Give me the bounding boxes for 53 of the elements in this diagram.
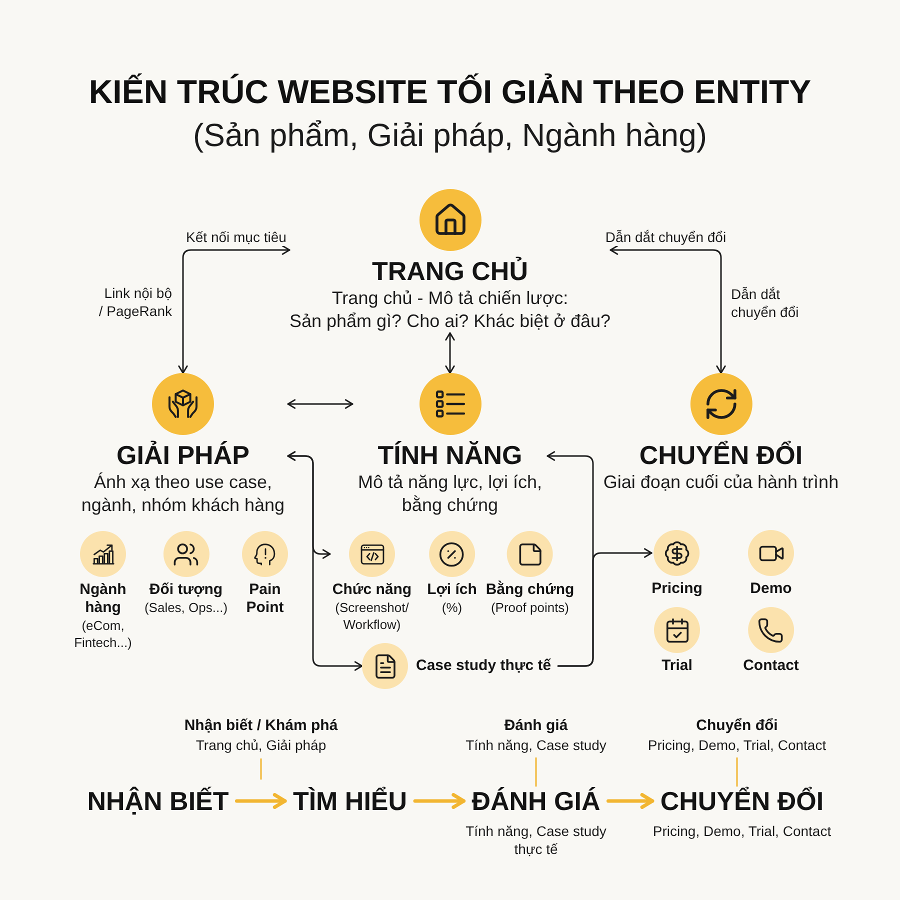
edge-note: Dẫn dắt chuyển đổi — [731, 285, 800, 321]
stage-pages: Tính năng, Case study — [466, 736, 606, 755]
item-title: Case study thực tế — [416, 657, 552, 675]
section-heading: CHUYỂN ĐỔI — [639, 439, 803, 471]
arrow — [234, 793, 287, 809]
item-title: Pain Point — [245, 581, 285, 617]
item-title: Lợi ích — [427, 581, 477, 599]
item-note: (eCom, Fintech...) — [73, 617, 133, 651]
title: KIẾN TRÚC WEBSITE TỐI GIẢN THEO ENTITY — [88, 72, 812, 112]
section-description: Ánh xạ theo use case, ngành, nhóm khách hàng — [80, 471, 286, 517]
item-note: (Proof points) — [490, 599, 570, 616]
item-title: Bằng chứng — [486, 581, 574, 599]
subtitle: (Sản phẩm, Giải pháp, Ngành hàng) — [192, 116, 708, 154]
item-note: (%) — [442, 599, 462, 616]
stage-title: Nhận biết / Khám phá — [184, 716, 338, 736]
arrow — [413, 793, 466, 809]
stage-label: CHUYỂN ĐỔI — [652, 786, 832, 816]
item-title: Trial — [662, 657, 692, 675]
section-heading: GIẢI PHÁP — [116, 439, 250, 471]
stage-pages: Pricing, Demo, Trial, Contact — [648, 736, 826, 755]
stage-title: Đánh giá — [504, 716, 568, 736]
arrow — [557, 548, 652, 667]
stage-label: NHẬN BIẾT — [79, 786, 237, 816]
edge-note: Link nội bộ / PageRank — [98, 284, 172, 320]
stage-pages: Tính năng, Case study thực tế — [464, 822, 608, 858]
leader-line — [736, 757, 738, 787]
double-arrow — [178, 245, 290, 374]
stage-pages: Pricing, Demo, Trial, Contact — [652, 822, 832, 840]
section-description: Mô tả năng lực, lợi ích, bằng chứng — [357, 471, 543, 517]
section-description: Trang chủ - Mô tả chiến lược: — [332, 287, 568, 310]
stage-title: Chuyển đổi — [696, 716, 778, 736]
item-title: Chức năng — [332, 581, 412, 599]
arrow — [606, 793, 654, 809]
item-title: Đối tượng — [149, 581, 223, 599]
double-arrow — [445, 332, 455, 374]
item-note: (Screenshot/ Workflow) — [334, 599, 410, 633]
double-arrow — [610, 245, 726, 374]
item-title: Contact — [743, 657, 799, 675]
section-heading: TRANG CHỦ — [372, 255, 528, 287]
section-heading: TÍNH NĂNG — [378, 439, 522, 471]
item-title: Pricing — [652, 580, 702, 598]
leader-line — [260, 758, 262, 780]
item-title: Ngành hàng — [78, 581, 128, 617]
stage-label: TÌM HIỂU — [284, 786, 416, 816]
stage-label: ĐÁNH GIÁ — [464, 786, 608, 816]
double-arrow — [287, 399, 354, 409]
item-note: (Sales, Ops...) — [144, 599, 228, 616]
stage-pages: Trang chủ, Giải pháp — [196, 736, 326, 755]
item-title: Demo — [750, 580, 792, 598]
double-arrow — [287, 451, 363, 671]
section-description: Giai đoạn cuối của hành trình — [603, 471, 839, 494]
section-description: Sản phẩm gì? Cho ai? Khác biệt ở đâu? — [289, 310, 611, 333]
leader-line — [535, 757, 537, 787]
